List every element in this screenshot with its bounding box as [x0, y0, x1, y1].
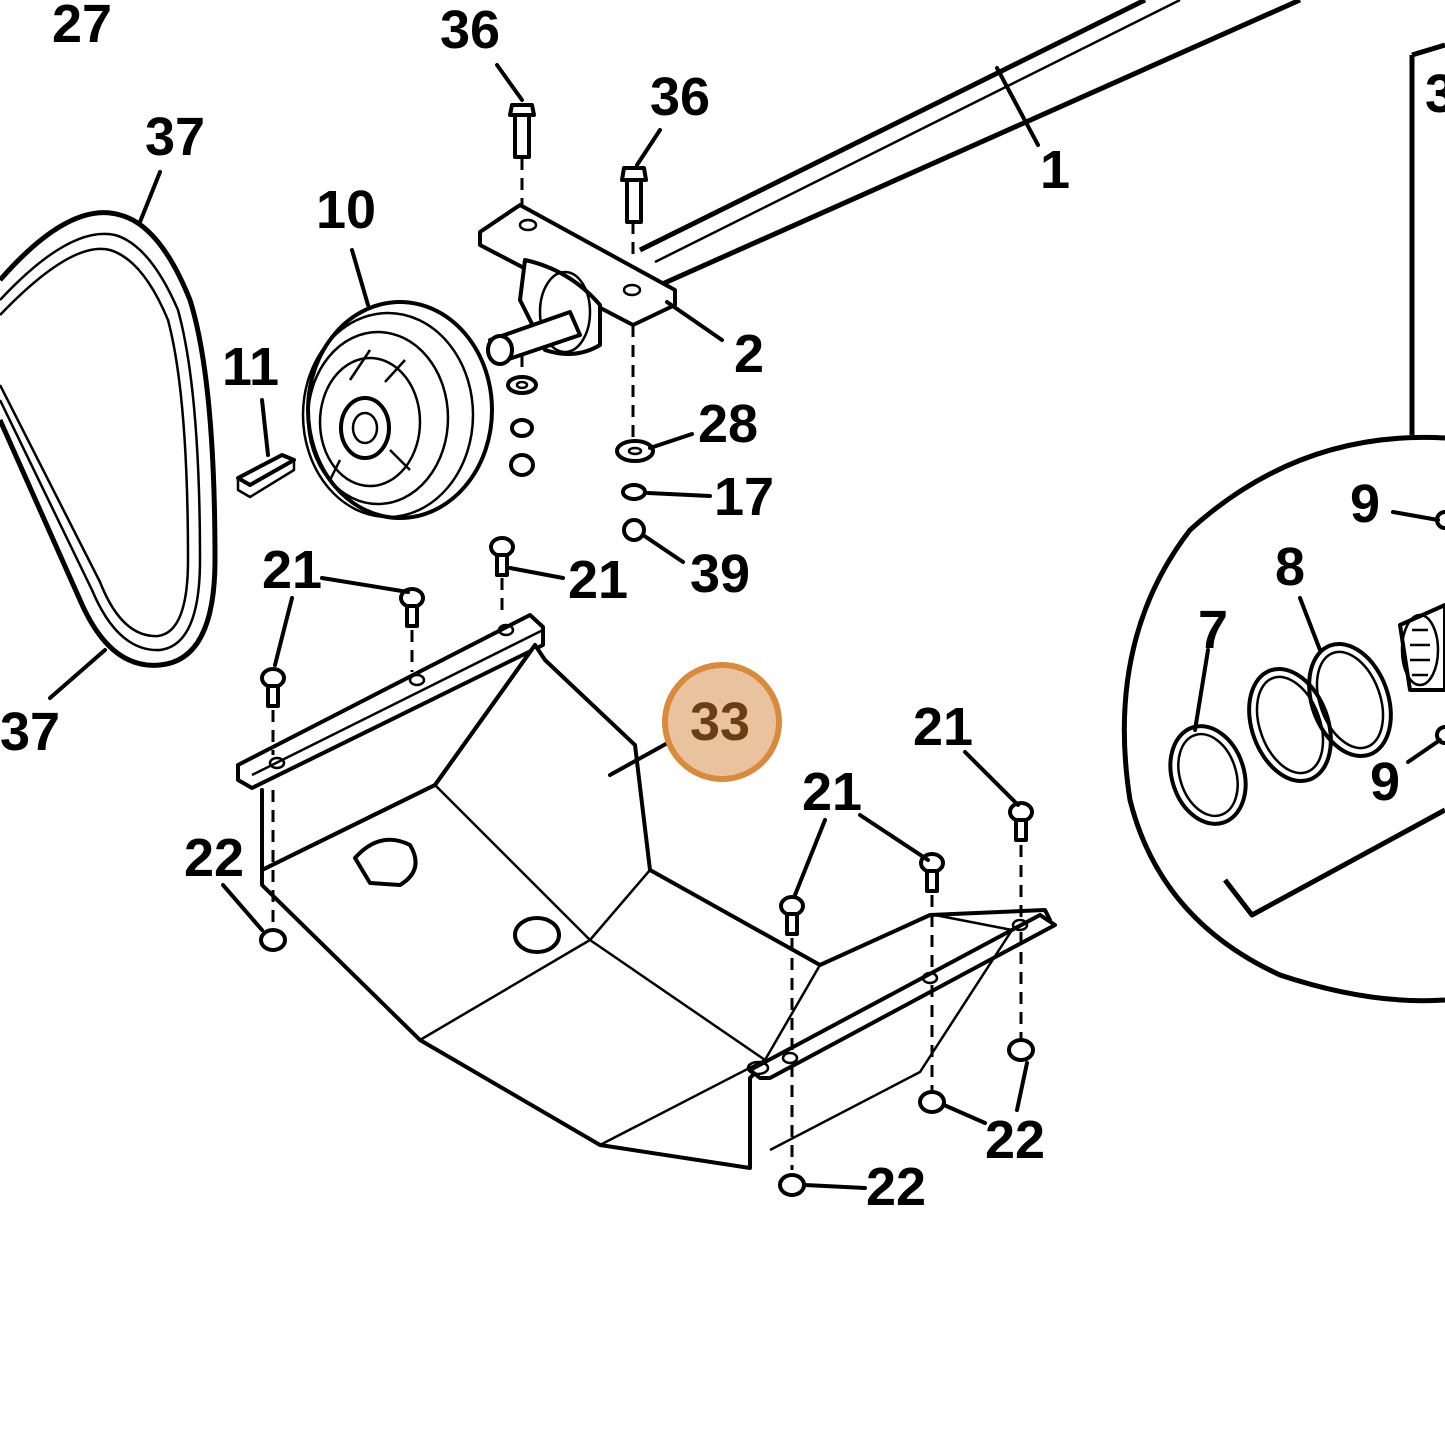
callout-36-right: 36: [650, 67, 710, 127]
callout-39: 39: [690, 544, 750, 604]
callout-7: 7: [1198, 600, 1228, 660]
callout-9-bottom: 9: [1370, 752, 1400, 812]
callout-28: 28: [698, 394, 758, 454]
shield: [236, 613, 1057, 1170]
washer-stack: [506, 355, 538, 477]
callout-22-bottom: 22: [866, 1157, 926, 1217]
highlight-circle-33: [662, 662, 782, 782]
callout-33: 33: [690, 692, 750, 752]
callout-21-right-b: 21: [913, 697, 973, 757]
callout-10: 10: [316, 180, 376, 240]
bolts-21: [260, 536, 1034, 1170]
callout-3-partial: 3: [1425, 64, 1445, 124]
callout-8: 8: [1275, 537, 1305, 597]
callout-36-left: 36: [440, 0, 500, 60]
hardware-28-17-39: [615, 325, 655, 542]
callout-1: 1: [1040, 140, 1070, 200]
callout-27: 27: [52, 0, 112, 54]
callout-labels: 27 36 36 1 37 37 10 2 11 28 17 39 21 21 …: [0, 0, 1445, 1217]
shaft: [638, 0, 1302, 288]
callout-21-right-a: 21: [802, 762, 862, 822]
bolt-36-right: [620, 166, 648, 260]
key: [236, 453, 296, 499]
callout-22-left: 22: [184, 828, 244, 888]
callout-22-right: 22: [985, 1110, 1045, 1170]
v-belt: [0, 210, 218, 668]
callout-21-center: 21: [568, 550, 628, 610]
bolt-36-left: [508, 103, 536, 205]
detail-view: [1121, 42, 1445, 1004]
callout-17: 17: [714, 467, 774, 527]
callout-11: 11: [222, 337, 279, 397]
callout-9-top: 9: [1350, 474, 1380, 534]
bearing-block: [478, 203, 677, 366]
callout-37-bottom: 37: [0, 702, 60, 762]
callout-37-top: 37: [145, 107, 205, 167]
nuts-22: [259, 790, 1035, 1197]
pulley: [301, 300, 494, 520]
leader-lines: [48, 63, 1442, 1190]
callout-2: 2: [734, 324, 764, 384]
callout-21-left: 21: [262, 540, 322, 600]
